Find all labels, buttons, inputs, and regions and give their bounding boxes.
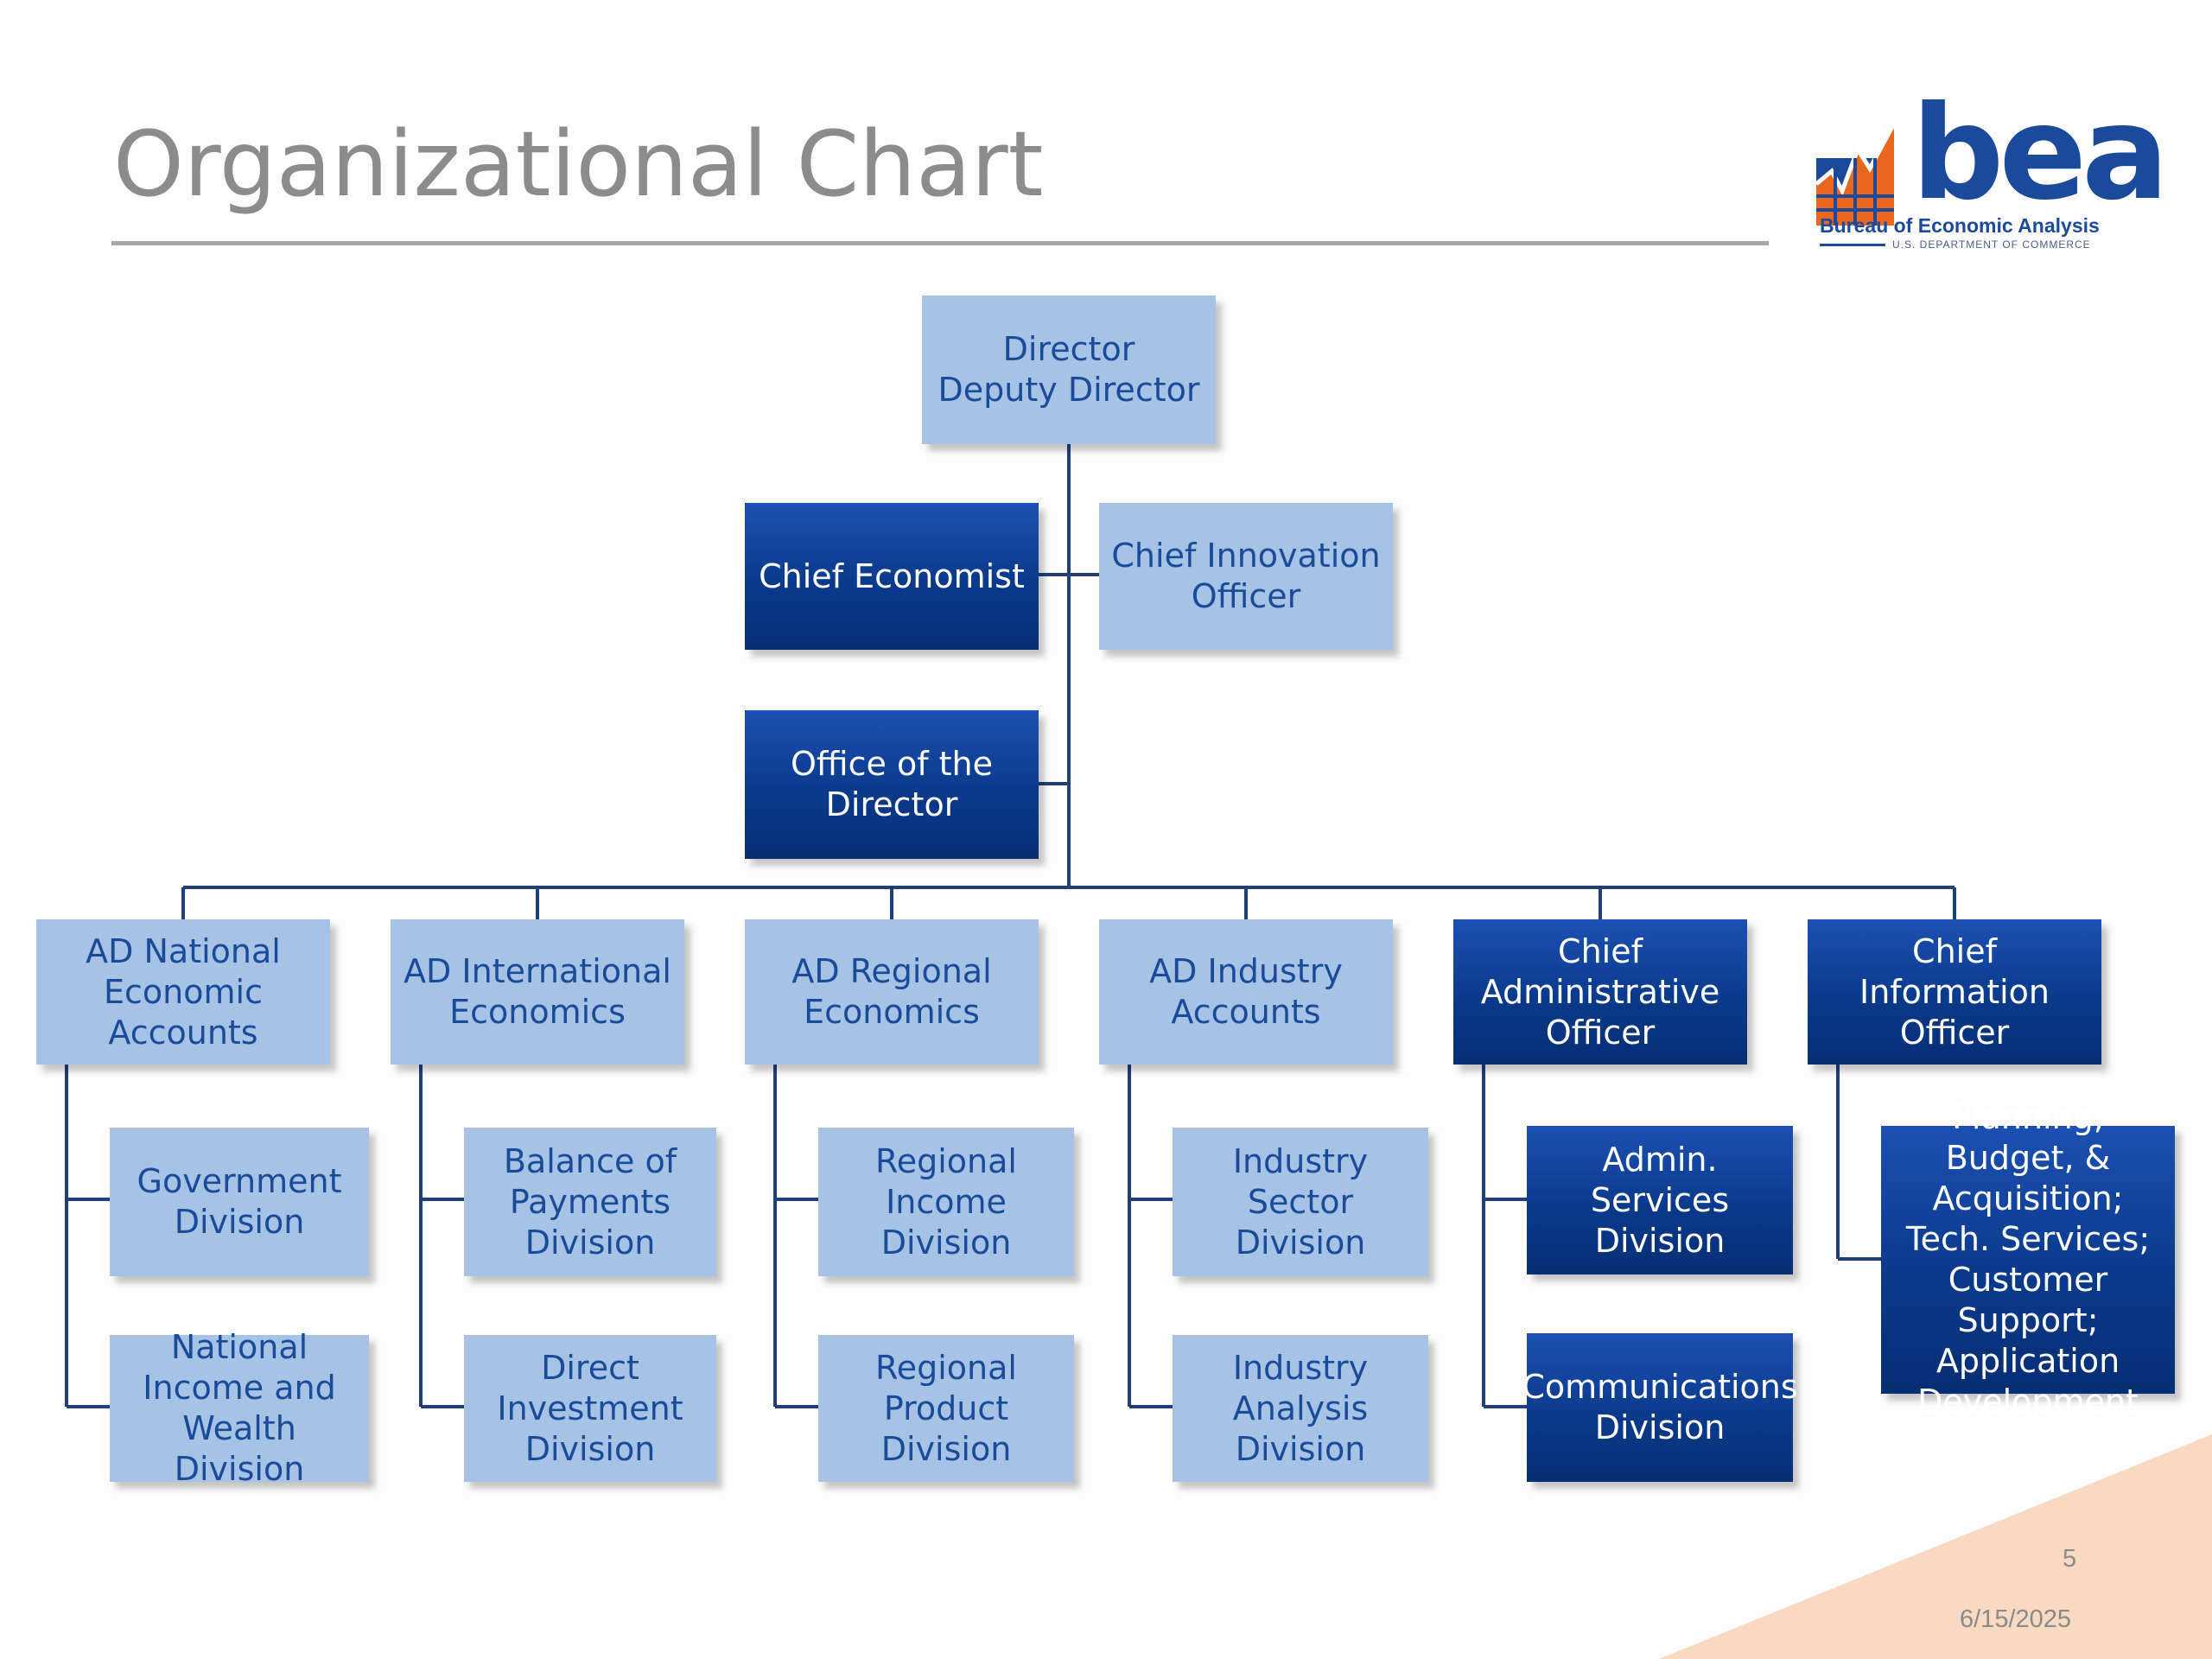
org-box-director: Director Deputy Director — [922, 296, 1216, 444]
org-box-branch-5: Chief Administrative Officer — [1453, 919, 1747, 1065]
bea-dept-line: U.S. DEPARTMENT OF COMMERCE — [1892, 238, 2091, 251]
org-box-branch-2: AD International Economics — [391, 919, 684, 1065]
org-box-branch-4-division-2: Industry Analysis Division — [1173, 1335, 1428, 1482]
org-box-branch-4: AD Industry Accounts — [1099, 919, 1393, 1065]
org-box-branch-1: AD National Economic Accounts — [36, 919, 330, 1065]
bea-logo: bea Bureau of Economic Analysis U.S. DEP… — [1815, 89, 2169, 255]
org-box-branch-3: AD Regional Economics — [745, 919, 1039, 1065]
org-box-office-of-the-director: Office of the Director — [745, 710, 1039, 859]
page-title: Organizational Chart — [113, 111, 1044, 217]
bea-chart-mark-icon — [1816, 124, 1894, 226]
org-box-branch-1-division-2: National Income and Wealth Division — [110, 1328, 369, 1488]
org-box-chief-innovation-officer: Chief Innovation Officer — [1099, 503, 1393, 650]
org-box-branch-3-division-2: Regional Product Division — [818, 1335, 1074, 1482]
org-box-branch-5-division-2: Communications Division — [1522, 1333, 1798, 1482]
org-box-branch-5-division-1: Admin. Services Division — [1527, 1126, 1793, 1274]
org-box-branch-6: Chief Information Officer — [1808, 919, 2101, 1065]
bea-wordmark: bea — [1911, 79, 2169, 229]
slide-date: 6/15/2025 — [1960, 1605, 2072, 1633]
bea-name-line: Bureau of Economic Analysis — [1820, 214, 2100, 237]
org-box-chief-economist: Chief Economist — [745, 503, 1039, 650]
org-box-branch-6-division-1: Planning, Budget, & Acquisition; Tech. S… — [1881, 1098, 2175, 1421]
corner-accent — [1659, 1434, 2212, 1659]
org-box-branch-3-division-1: Regional Income Division — [818, 1128, 1074, 1276]
title-rule — [111, 241, 1769, 245]
page-number: 5 — [2063, 1545, 2077, 1573]
org-box-branch-4-division-1: Industry Sector Division — [1173, 1128, 1428, 1276]
org-box-branch-1-division-1: Government Division — [110, 1128, 369, 1276]
org-box-branch-2-division-1: Balance of Payments Division — [464, 1128, 716, 1276]
bea-subline-rule — [1820, 244, 1885, 246]
org-box-branch-2-division-2: Direct Investment Division — [464, 1335, 716, 1482]
